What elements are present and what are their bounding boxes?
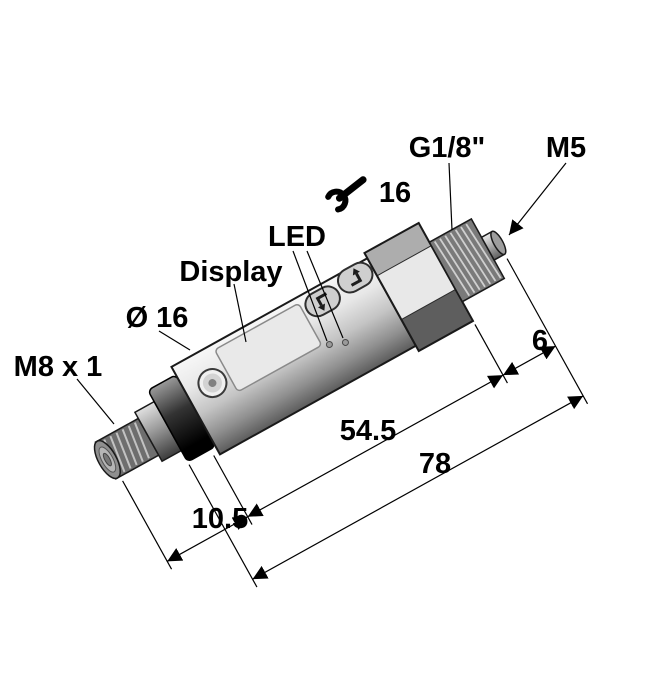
ext-line-connector-tip	[122, 480, 173, 570]
wrench-icon	[325, 176, 367, 213]
leader-m5-arrow	[508, 162, 567, 236]
label-port-thread: G1/8"	[409, 132, 486, 164]
label-display: Display	[179, 256, 282, 288]
leader-diameter	[158, 330, 191, 351]
labels: G1/8" M5 16 LED Display Ø 16 M8 x 1 6 54…	[14, 132, 586, 535]
dim-line-6	[502, 345, 556, 376]
round-button-dot	[208, 379, 217, 388]
round-button	[197, 368, 228, 399]
ext-line-hex-end	[474, 324, 508, 384]
connector-face-center	[102, 452, 112, 467]
label-led: LED	[268, 221, 326, 253]
leader-m8	[76, 378, 115, 425]
label-tip-thread: M5	[546, 132, 586, 164]
led-indicator-1	[325, 340, 333, 348]
label-wrench-size: 16	[379, 177, 411, 209]
label-connector-thread: M8 x 1	[14, 351, 103, 383]
dim-line-78	[252, 395, 584, 580]
leader-led-2	[306, 250, 344, 339]
g18-threaded-port	[428, 217, 506, 303]
label-body-diameter: Ø 16	[126, 302, 189, 334]
up-arrow-icon	[350, 268, 363, 287]
arrow-button-right	[336, 261, 374, 294]
display-window	[215, 303, 322, 392]
leader-lines	[76, 162, 567, 425]
hex-nut	[363, 221, 475, 353]
led-indicator-2	[341, 338, 349, 346]
leader-g18	[448, 162, 453, 231]
enter-arrow-icon	[315, 292, 328, 311]
leader-display	[233, 283, 247, 343]
g18-thread-lines	[433, 223, 502, 297]
dimension-lines	[122, 258, 589, 588]
label-dim-overall-length: 78	[419, 448, 451, 480]
ext-line-sensor-tip	[506, 258, 589, 405]
m5-tip	[480, 230, 507, 262]
label-dim-thread-length: 6	[532, 325, 548, 357]
ext-line-body-start	[213, 455, 253, 525]
dim-line-10-5	[166, 516, 248, 562]
label-dim-connector-length: 10.5	[192, 503, 248, 535]
leader-led-1	[292, 250, 328, 342]
label-dim-body-length: 54.5	[340, 415, 396, 447]
